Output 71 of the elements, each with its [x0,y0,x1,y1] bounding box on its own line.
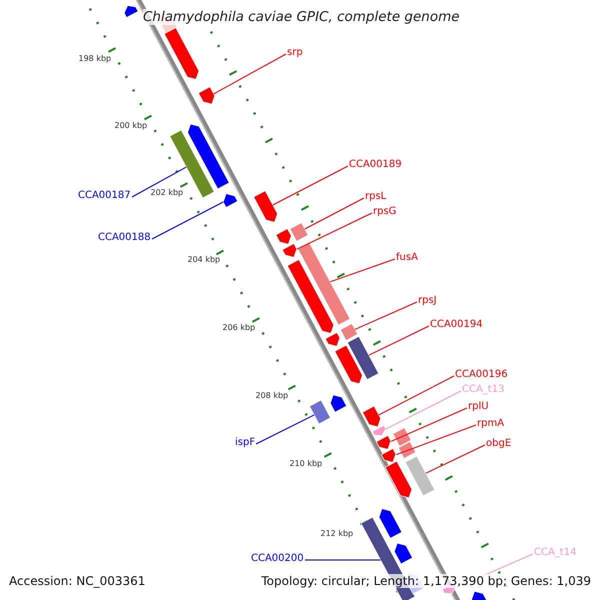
gene-label: CCA00188 [98,232,151,244]
gene-feature [381,448,396,463]
accession-text: Accession: NC_003361 [9,574,146,588]
scale-label: 212 kbp [320,529,354,539]
scale-label: 200 kbp [114,121,148,131]
gene-label: ispF [235,437,256,449]
leader-line [385,390,462,430]
scale-label: 202 kbp [150,188,184,198]
scale-label: 208 kbp [256,391,288,401]
scale-label: 204 kbp [188,255,220,265]
gene-feature [124,5,138,18]
gene-feature [384,460,412,498]
gene-feature [372,425,386,436]
gene-feature [340,323,358,341]
gene-feature [187,124,230,190]
gene-label: rpsJ [418,295,437,307]
leader-line [213,54,286,94]
gene-label: CCA_t13 [462,384,504,396]
gene-feature [376,435,392,450]
gene-feature [334,344,363,384]
scale-label: 206 kbp [222,323,256,333]
leader-line [304,198,364,230]
gene-feature [471,591,488,600]
gene-feature [169,130,215,198]
gene-label: rpsG [373,206,396,218]
leader-line [354,302,418,330]
gene-label: CCA00187 [78,190,131,202]
gene-feature [330,394,347,413]
map-title: Chlamydophila caviae GPIC, complete genome [143,9,460,25]
scale-label: 210 kbp [290,459,322,469]
leader-line [378,376,454,416]
gene-feature [298,242,350,326]
gene-feature [362,406,381,428]
leader-line [256,414,315,444]
gene-label: obgE [486,438,512,450]
leader-line [296,212,372,250]
gene-feature [404,456,436,496]
gene-feature [290,222,308,242]
gene-label: rplU [468,401,489,413]
leader-line [330,258,396,282]
gene-label: fusA [396,252,418,264]
gene-label: rpmA [477,418,504,430]
gene-label: rpsL [365,191,386,203]
gene-feature [378,508,402,539]
gene-feature [276,228,292,245]
gene-label: CCA_t14 [534,547,576,559]
gene-feature [164,27,200,80]
gene-label: CCA00189 [349,159,402,171]
gene-feature [253,190,278,222]
gene-feature [325,332,340,347]
leader-line [132,166,187,198]
gene-feature [198,86,215,104]
gene-label: CCA00194 [430,319,483,331]
leader-line [390,408,468,442]
genome-summary-text: Topology: circular; Length: 1,173,390 bp; Genes: 1,039 [261,574,591,588]
gene-feature [392,427,412,447]
gene-feature [222,193,238,208]
gene-label: CCA00196 [455,369,508,381]
gene-feature [346,336,380,380]
leader-line [272,166,348,206]
gene-label: CCA00200 [251,553,304,565]
leader-line [368,326,430,356]
scale-label: 198 kbp [78,54,112,64]
gene-feature [287,259,334,334]
gene-label: srp [287,47,303,59]
gene-feature [394,542,413,564]
leader-line [425,444,486,474]
gene-feature [309,400,331,424]
gene-feature [282,243,298,258]
leader-line [152,202,224,240]
leader-line [396,424,476,456]
